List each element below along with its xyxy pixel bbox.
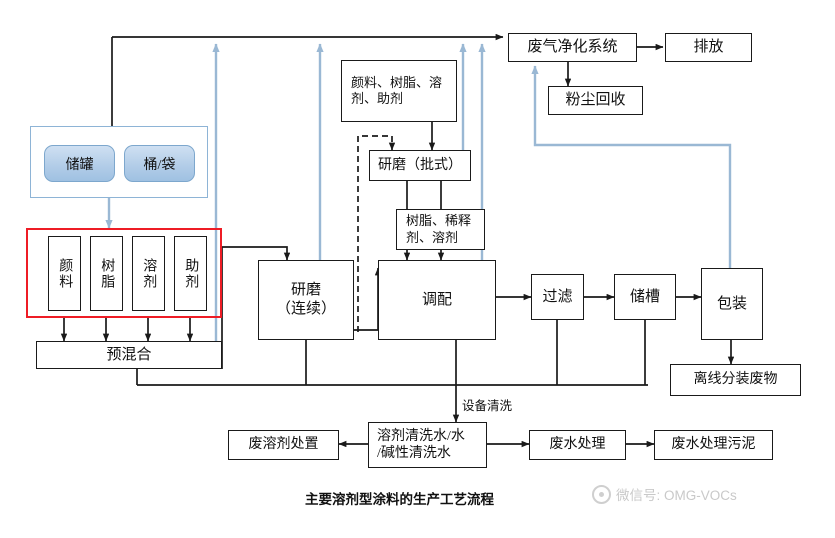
node-premix[interactable]: 预混合 xyxy=(36,341,222,369)
diagram-caption: 主要溶剂型涂料的生产工艺流程 xyxy=(305,492,494,507)
node-emission-label: 排放 xyxy=(693,39,724,56)
node-wastewater-sludge-label: 废水处理污泥 xyxy=(671,437,756,453)
node-batch-materials-line1: 颜料、树脂、溶 xyxy=(351,74,443,90)
node-grinding-batch[interactable]: 研磨（批式） xyxy=(369,150,471,181)
node-additive-label: 助剂 xyxy=(183,257,199,290)
node-premix-label: 预混合 xyxy=(106,346,152,363)
node-waste-gas-system-label: 废气净化系统 xyxy=(527,39,618,56)
node-filter-label: 过滤 xyxy=(542,288,573,305)
node-packaging[interactable]: 包装 xyxy=(701,268,763,340)
node-blending[interactable]: 调配 xyxy=(378,260,496,340)
watermark: 微信号: OMG-VOCs xyxy=(592,484,737,504)
node-grinding-batch-label: 研磨（批式） xyxy=(378,157,462,173)
node-batch-materials-line2: 剂、助剂 xyxy=(351,91,404,106)
node-resin-thinner-line2: 剂、溶剂 xyxy=(406,229,459,245)
node-resin[interactable]: 树脂 xyxy=(90,236,123,311)
pill-storage-tank[interactable]: 储罐 xyxy=(44,145,115,182)
edge-label-equipment-cleaning: 设备清洗 xyxy=(460,395,515,414)
node-cleaning-water-line1: 溶剂清洗水/水 xyxy=(377,428,465,444)
node-wastewater-sludge[interactable]: 废水处理污泥 xyxy=(654,430,773,460)
node-solvent[interactable]: 溶剂 xyxy=(132,236,165,311)
node-offline-packaging-waste-label: 离线分装废物 xyxy=(693,372,778,388)
node-packaging-label: 包装 xyxy=(716,295,747,312)
node-cleaning-water-line2: /碱性清洗水 xyxy=(377,446,451,461)
node-grinding-continuous-label-line2: （连续） xyxy=(275,301,336,317)
node-waste-solvent-disposal[interactable]: 废溶剂处置 xyxy=(228,430,339,460)
node-grinding-continuous[interactable]: 研磨 （连续） xyxy=(258,260,354,340)
node-storage-tank-label: 储槽 xyxy=(629,288,660,305)
node-filter[interactable]: 过滤 xyxy=(531,274,584,320)
node-resin-label: 树脂 xyxy=(99,257,115,290)
node-storage-tank[interactable]: 储槽 xyxy=(614,274,676,320)
node-wastewater-treatment[interactable]: 废水处理 xyxy=(529,430,626,460)
wechat-icon xyxy=(592,484,611,504)
node-resin-thinner-line1: 树脂、稀释 xyxy=(406,213,472,229)
node-wastewater-treatment-label: 废水处理 xyxy=(549,437,606,453)
node-emission[interactable]: 排放 xyxy=(665,33,752,62)
node-dust-recovery-label: 粉尘回收 xyxy=(565,92,626,109)
raw-material-highlight-box xyxy=(26,228,222,318)
pill-drum-bag-label: 桶/袋 xyxy=(143,157,176,173)
node-offline-packaging-waste[interactable]: 离线分装废物 xyxy=(670,364,801,396)
node-grinding-continuous-label-line1: 研磨 xyxy=(290,282,321,299)
node-batch-materials[interactable]: 颜料、树脂、溶 剂、助剂 xyxy=(341,60,457,122)
node-waste-gas-system[interactable]: 废气净化系统 xyxy=(508,33,637,62)
node-dust-recovery[interactable]: 粉尘回收 xyxy=(548,86,643,115)
pill-storage-tank-label: 储罐 xyxy=(65,157,94,173)
node-resin-thinner[interactable]: 树脂、稀释 剂、溶剂 xyxy=(396,209,485,250)
node-blending-label: 调配 xyxy=(421,291,452,308)
node-pigment[interactable]: 颜料 xyxy=(48,236,81,311)
node-additive[interactable]: 助剂 xyxy=(174,236,207,311)
node-solvent-label: 溶剂 xyxy=(141,257,157,290)
watermark-label: 微信号: OMG-VOCs xyxy=(616,488,737,503)
pill-drum-bag[interactable]: 桶/袋 xyxy=(124,145,195,182)
node-cleaning-water[interactable]: 溶剂清洗水/水 /碱性清洗水 xyxy=(368,422,487,468)
node-pigment-label: 颜料 xyxy=(57,257,73,290)
node-waste-solvent-disposal-label: 废溶剂处置 xyxy=(248,437,319,453)
